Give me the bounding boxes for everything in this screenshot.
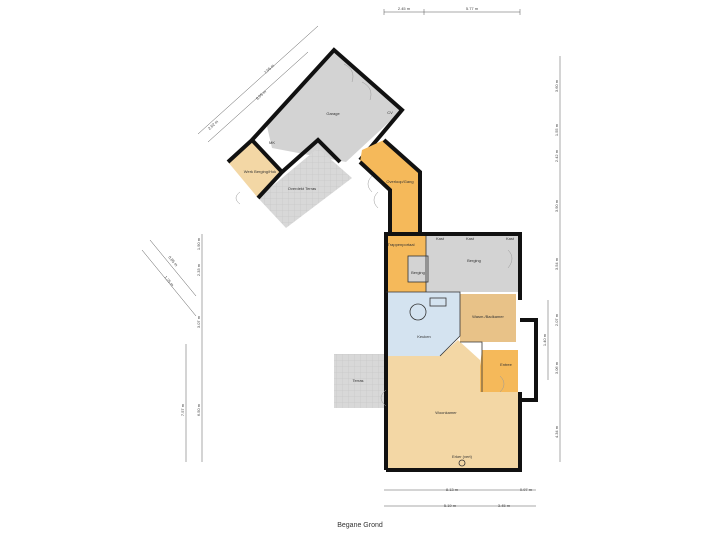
entrance-door-arc [499,375,505,393]
dim-left-a: 1.90 m [196,237,201,250]
laundry-room [460,294,516,342]
hall-wall-west [358,160,392,234]
dim-diag-b: 2.62 m [207,118,220,130]
terrace-room [334,354,384,408]
small-room-label-2: Kast [466,236,475,241]
interior-wall-2 [460,341,483,392]
dim-top-a: 2.45 m [398,6,411,11]
dim-small-a: 0.85 m [167,255,179,268]
dim-bottom-d: 3.45 m [498,503,511,508]
main-wall-north [384,232,522,300]
hall-upper-room [360,140,420,234]
dim-right-f: 2.07 m [554,313,559,326]
dim-bottom-c: 5.19 m [444,503,457,508]
dim-right-h: 3.06 m [554,361,559,374]
storage-room [426,236,518,292]
cv-label: CV [387,110,393,115]
hall-door-arc [373,191,379,209]
living-room [386,340,520,470]
workshop-door-arc [235,191,241,205]
garage-wall-inner [226,137,285,200]
laundry-label: Wasm./Badkamer [472,314,504,319]
dim-right-g: 1.40 m [542,333,547,346]
dim-left-d: 7.57 m [180,403,185,416]
main-wall-east [520,318,538,402]
workshop-label: Werk Berging/Hok [244,169,276,174]
dim-right-i: 4.34 m [554,425,559,438]
dim-right-a: 3.60 m [554,79,559,92]
terrace-label: Terras [352,378,363,383]
storage-door-arc [507,249,513,269]
storage-box [407,255,429,283]
dim-left-e: 6.50 m [196,403,201,416]
entrance-door-marker [458,459,466,467]
hall-door-arc-2 [367,175,373,193]
hall-mid-label: Trappenportaal [388,242,415,247]
garage-room [266,50,402,162]
garage-wall-south [280,137,342,174]
floor-caption: Begane Grond [337,522,383,529]
dim-right-b: 1.55 m [554,123,559,136]
garage-wall [250,47,405,162]
main-house [334,232,538,472]
kitchen-island [429,297,447,307]
small-room-label-1: Kast [436,236,445,241]
dim-right-c: 2.42 m [554,149,559,162]
hall-upper-label: Overloop/Gang [386,179,413,184]
kitchen-room [386,292,460,356]
dim-diag-total: 7.05 m [263,62,276,74]
dim-bottom-a: 8.13 m [446,487,459,492]
hall-wall-east [382,138,422,234]
workshop-room [228,140,282,198]
hall-corridor [358,138,422,234]
garage-door-arc [343,63,354,83]
kitchen-label: Keuken [417,334,431,339]
bay-label: Erker (vert) [452,454,473,459]
covered-terrace-room [258,148,352,228]
dim-right-d: 3.90 m [554,199,559,212]
stairs-marker [409,303,427,321]
dim-right-e: 3.54 m [554,257,559,270]
garage-wing [226,47,405,228]
interior-wall-1 [386,291,461,357]
dim-left-b: 2.33 m [196,263,201,276]
dim-small-b: 1.25 m [163,275,175,288]
dim-bottom-b: 0.97 m [520,487,533,492]
entrance-room [480,350,518,392]
storage-label: Berging [467,258,481,263]
storage-small-label: Berging [411,270,425,275]
garage-label: Garage [326,111,340,116]
entrance-label: Entree [500,362,513,367]
living-label: Woonkamer [435,410,457,415]
dim-left-c: 3.07 m [196,315,201,328]
main-wall-south [386,392,522,472]
garage-door-arc-2 [361,81,372,101]
small-room-label-3: Kast [506,236,515,241]
meter-label: MK [269,140,275,145]
small-storage-room [408,256,428,282]
dim-top-b: 5.77 m [466,6,479,11]
terrace-door-arc [380,389,387,407]
covered-terrace-label: Overdekt Terras [288,186,316,191]
